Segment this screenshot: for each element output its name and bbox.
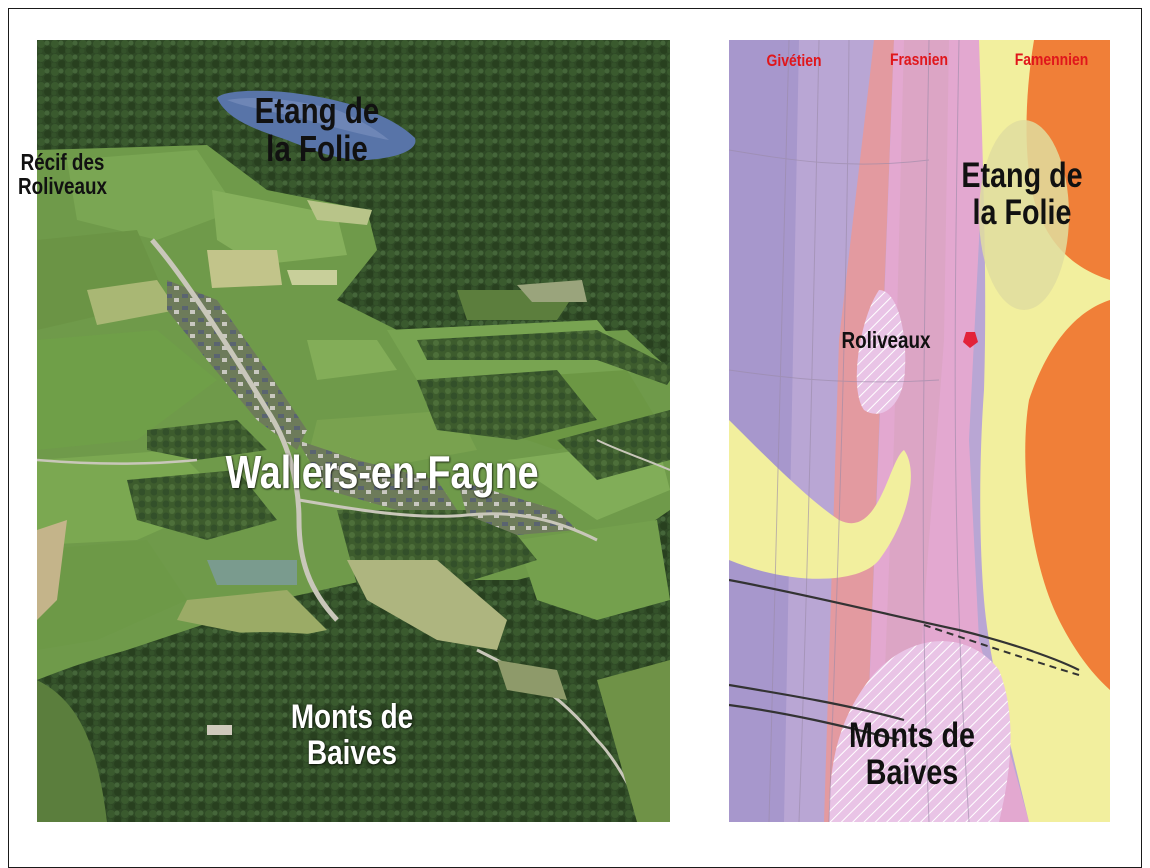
map-label-monts: Monts de Baives <box>849 716 975 792</box>
geologic-map <box>729 40 1110 822</box>
geologic-map-panel: Givétien Frasnien Famennien Etang de la … <box>729 40 1110 822</box>
aerial-photo <box>37 40 670 822</box>
aerial-label-monts: Monts de Baives <box>290 698 414 772</box>
meadow-clearing <box>347 560 507 650</box>
forest-foreground <box>37 632 597 822</box>
aerial-label-recif: Récif des Roliveaux <box>17 149 108 200</box>
aerial-label-village: Wallers-en-Fagne <box>225 446 539 498</box>
hedgerows <box>127 330 670 585</box>
stage-label-givetien: Givétien <box>766 51 822 70</box>
reef-monts-de-baives <box>829 641 1011 822</box>
reef-roliveaux <box>856 290 906 414</box>
stage-label-frasnien: Frasnien <box>889 50 949 69</box>
map-label-etang: Etang de la Folie <box>961 156 1083 232</box>
unit-frasnien-red <box>824 40 894 822</box>
village-road <box>150 238 339 622</box>
aerial-photo-panel: Etang de la Folie Wallers-en-Fagne Monts… <box>37 40 670 822</box>
map-label-roliveaux: Roliveaux <box>841 327 931 353</box>
fault-lines <box>729 578 1080 742</box>
aerial-label-etang: Etang de la Folie <box>254 90 380 169</box>
stage-label-famennien: Famennien <box>1014 50 1089 69</box>
